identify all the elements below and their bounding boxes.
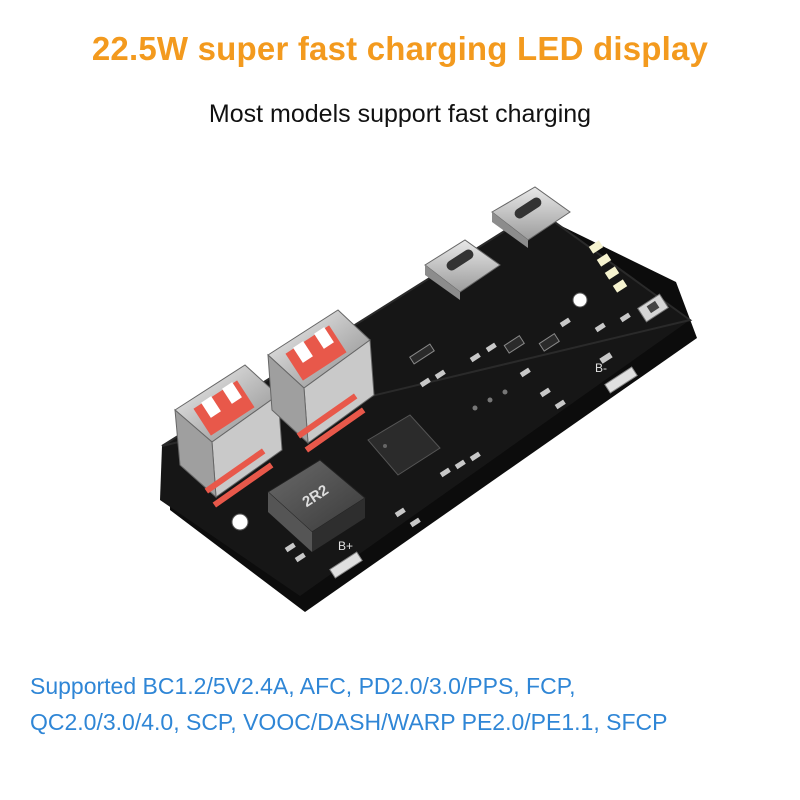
protocol-support-text: Supported BC1.2/5V2.4A, AFC, PD2.0/3.0/P… [30,668,780,740]
usb-c-port-1 [424,239,501,300]
pad-label-positive: B+ [338,539,353,553]
protocol-line-1: Supported BC1.2/5V2.4A, AFC, PD2.0/3.0/P… [30,673,576,699]
power-bank-pcb-photo: 2R2 B+ B- [160,186,697,612]
led-indicators [588,240,628,293]
battery-pad-negative: B- [595,361,638,394]
pad-label-negative: B- [595,361,607,375]
subheadline: Most models support fast charging [208,100,592,128]
battery-pad-positive: B+ [329,539,363,579]
usb-a-port-left [174,364,283,508]
inductor: 2R2 [267,459,366,552]
smd-components [284,312,631,563]
tact-switch [637,293,669,323]
controller-ic [367,414,441,476]
usb-a-port-right [267,309,375,453]
headline: 22.5W super fast charging LED display [91,30,709,67]
usb-c-port-2 [491,186,571,248]
protocol-line-2: QC2.0/3.0/4.0, SCP, VOOC/DASH/WARP PE2.0… [30,709,668,735]
